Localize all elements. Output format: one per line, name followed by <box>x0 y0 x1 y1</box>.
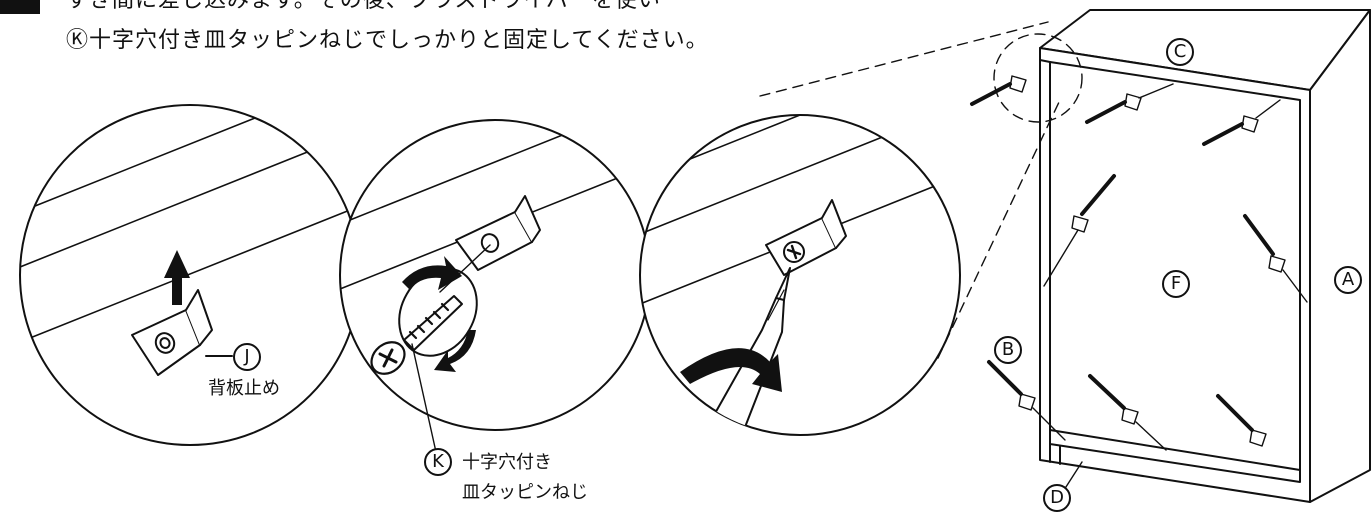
screwdriver-icon <box>699 267 791 435</box>
part-j-name: 背板止め <box>208 378 280 399</box>
part-k-name-line2: 皿タッピンねじ <box>462 482 588 503</box>
bracket-j-icon <box>131 289 213 376</box>
part-j-marker: J <box>233 343 261 371</box>
part-d-marker: D <box>1043 484 1071 512</box>
part-c-marker: C <box>1166 38 1194 66</box>
instruction-line-1: すき間に差し込みます。その後、プラスドライバーを使い <box>66 0 661 13</box>
screw-k-icon <box>370 295 463 375</box>
part-b-marker: B <box>994 336 1022 364</box>
rotate-arrow-icon <box>402 256 462 290</box>
rotate-arrow-icon <box>680 348 782 392</box>
up-arrow-icon <box>164 250 190 305</box>
part-f-marker: F <box>1162 270 1190 298</box>
instruction-line-2: Ⓚ十字穴付き皿タッピンねじでしっかりと固定してください。 <box>66 28 709 53</box>
detail-circle-screw <box>339 119 651 453</box>
detail-circle-screwdriver <box>639 114 961 436</box>
detail-circle-bracket <box>19 104 361 446</box>
part-k-marker: K <box>424 448 452 476</box>
part-a-marker: A <box>1334 266 1362 294</box>
part-k-name-line1: 十字穴付き <box>462 452 552 473</box>
step-number-block <box>0 0 40 14</box>
